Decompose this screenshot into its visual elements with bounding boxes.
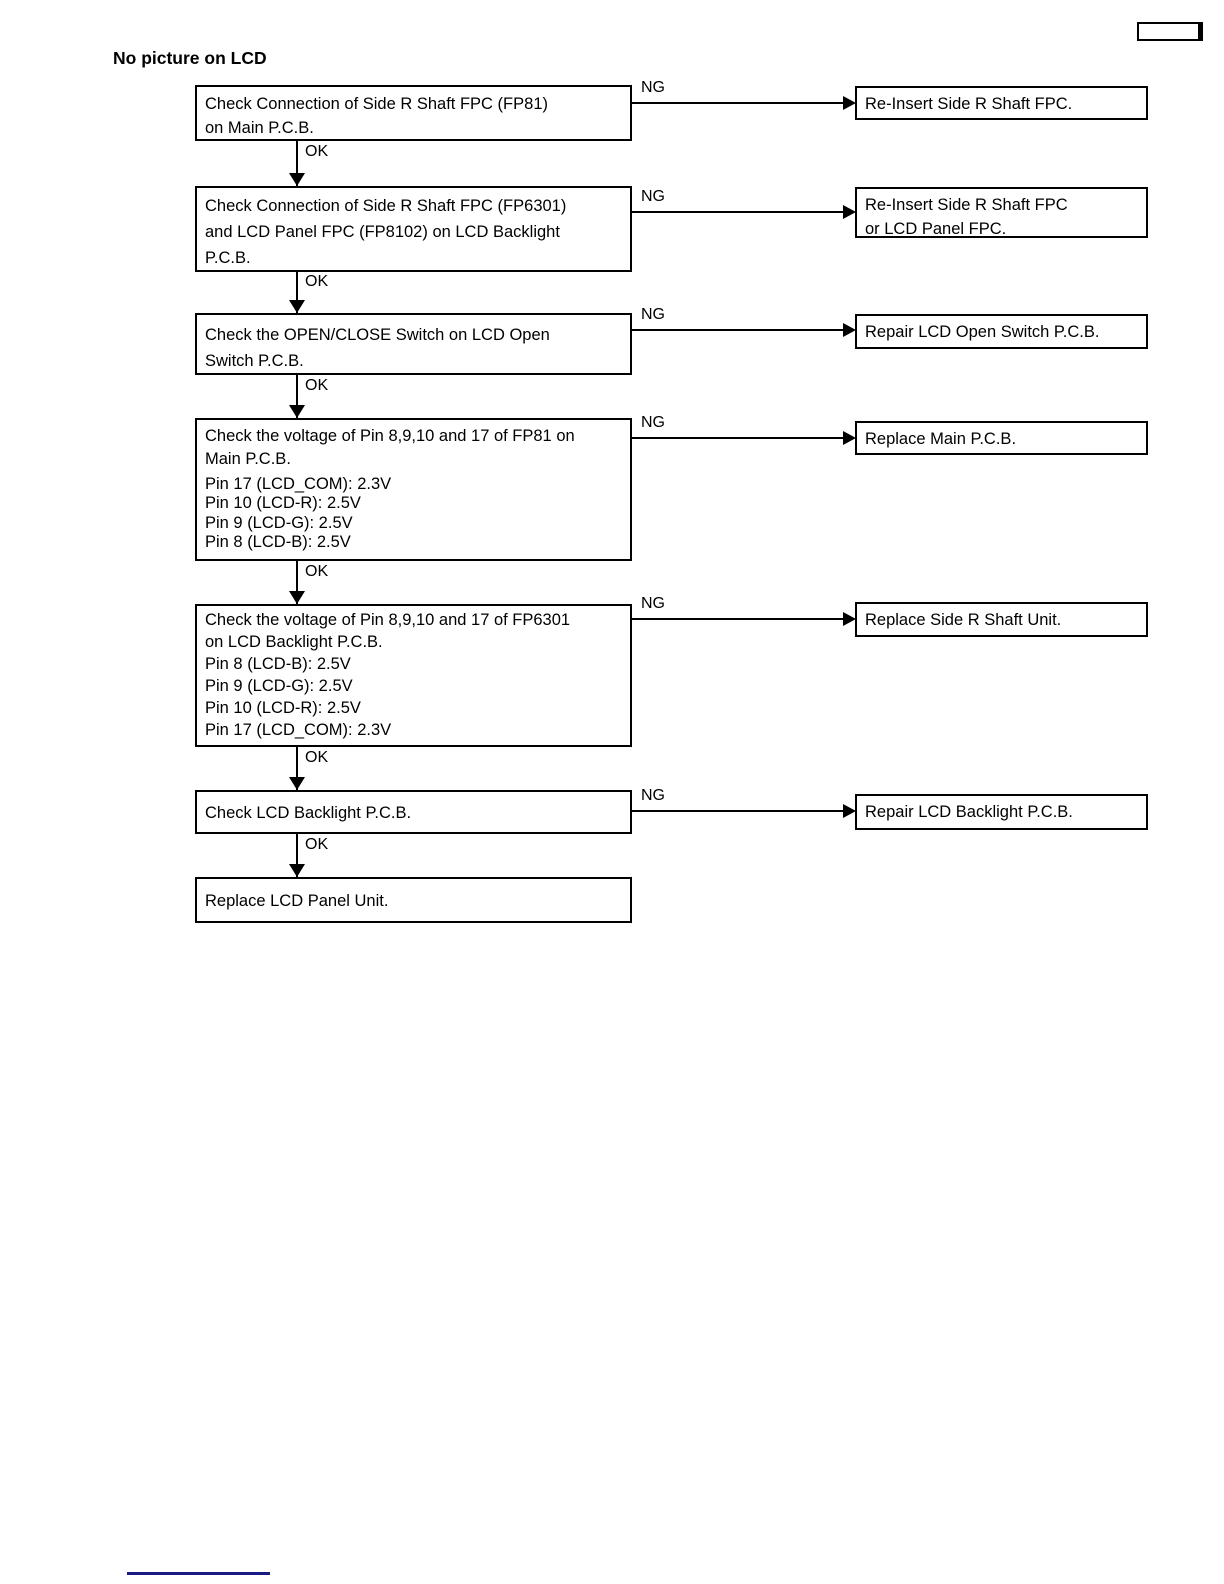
ok-arrowhead-6 xyxy=(289,864,305,877)
ng-connector-1 xyxy=(630,102,845,104)
footer-divider-line xyxy=(127,1572,270,1575)
ok-connector-6 xyxy=(296,834,298,877)
ok-label-3: OK xyxy=(304,377,329,395)
ng-label-2: NG xyxy=(640,188,665,206)
action-box-4-line: Replace Main P.C.B. xyxy=(865,430,1017,448)
ng-connector-5 xyxy=(630,618,845,620)
ng-arrowhead-4 xyxy=(843,431,856,445)
action-box-1: Re-Insert Side R Shaft FPC. xyxy=(855,86,1148,120)
ng-arrowhead-1 xyxy=(843,96,856,110)
check-box-4: Check the voltage of Pin 8,9,10 and 17 o… xyxy=(195,418,632,561)
voltage-line: Pin 9 (LCD-G): 2.5V xyxy=(205,513,353,532)
voltage-line: Pin 17 (LCD_COM): 2.3V xyxy=(205,721,392,739)
check-box-3-line: Switch P.C.B. xyxy=(205,352,304,370)
voltage-line: Pin 10 (LCD-R): 2.5V xyxy=(205,699,361,717)
action-box-5-line: Replace Side R Shaft Unit. xyxy=(865,611,1062,629)
action-box-2-line: Re-Insert Side R Shaft FPC xyxy=(865,196,1068,214)
check-box-5: Check the voltage of Pin 8,9,10 and 17 o… xyxy=(195,604,632,747)
check-box-2: Check Connection of Side R Shaft FPC (FP… xyxy=(195,186,632,272)
ng-arrowhead-3 xyxy=(843,323,856,337)
ng-arrowhead-5 xyxy=(843,612,856,626)
voltage-line: Pin 8 (LCD-B): 2.5V xyxy=(205,532,351,551)
ok-label-4: OK xyxy=(304,563,329,581)
ng-arrowhead-2 xyxy=(843,205,856,219)
check-box-3: Check the OPEN/CLOSE Switch on LCD Open … xyxy=(195,313,632,375)
ok-arrowhead-2 xyxy=(289,300,305,313)
ok-label-1: OK xyxy=(304,143,329,161)
action-box-5: Replace Side R Shaft Unit. xyxy=(855,602,1148,637)
check-box-2-line: P.C.B. xyxy=(205,249,251,267)
ng-label-6: NG xyxy=(640,787,665,805)
ng-label-5: NG xyxy=(640,595,665,613)
ok-label-5: OK xyxy=(304,749,329,767)
check-box-1: Check Connection of Side R Shaft FPC (FP… xyxy=(195,85,632,141)
action-box-4: Replace Main P.C.B. xyxy=(855,421,1148,455)
ok-arrowhead-1 xyxy=(289,173,305,186)
ok-connector-1 xyxy=(296,141,298,186)
ok-connector-3 xyxy=(296,375,298,418)
check-box-2-line: Check Connection of Side R Shaft FPC (FP… xyxy=(205,197,567,215)
ng-connector-4 xyxy=(630,437,845,439)
check-box-6-line: Check LCD Backlight P.C.B. xyxy=(205,804,412,822)
check-box-4-line: Main P.C.B. xyxy=(205,449,291,468)
ng-arrowhead-6 xyxy=(843,804,856,818)
action-box-6: Repair LCD Backlight P.C.B. xyxy=(855,794,1148,830)
action-box-2: Re-Insert Side R Shaft FPC or LCD Panel … xyxy=(855,187,1148,238)
ok-arrowhead-3 xyxy=(289,405,305,418)
ok-connector-2 xyxy=(296,272,298,313)
action-box-3: Repair LCD Open Switch P.C.B. xyxy=(855,314,1148,349)
check-box-1-line: on Main P.C.B. xyxy=(205,119,314,137)
action-box-6-line: Repair LCD Backlight P.C.B. xyxy=(865,803,1073,821)
ok-connector-5 xyxy=(296,747,298,790)
check-box-4-line: Check the voltage of Pin 8,9,10 and 17 o… xyxy=(205,427,575,445)
final-box-line: Replace LCD Panel Unit. xyxy=(205,892,389,910)
page-number-box xyxy=(1137,22,1203,41)
ng-label-1: NG xyxy=(640,79,665,97)
check-box-3-line: Check the OPEN/CLOSE Switch on LCD Open xyxy=(205,326,550,344)
ng-label-4: NG xyxy=(640,414,665,432)
ng-connector-2 xyxy=(630,211,845,213)
check-box-4-voltages: Pin 17 (LCD_COM): 2.3V Pin 10 (LCD-R): 2… xyxy=(205,475,622,552)
final-box: Replace LCD Panel Unit. xyxy=(195,877,632,923)
ok-label-6: OK xyxy=(304,836,329,854)
ng-connector-6 xyxy=(630,810,845,812)
check-box-6: Check LCD Backlight P.C.B. xyxy=(195,790,632,834)
voltage-line: Pin 8 (LCD-B): 2.5V xyxy=(205,655,351,673)
action-box-2-line: or LCD Panel FPC. xyxy=(865,220,1007,238)
voltage-line: Pin 10 (LCD-R): 2.5V xyxy=(205,494,361,513)
ng-label-3: NG xyxy=(640,306,665,324)
check-box-1-line: Check Connection of Side R Shaft FPC (FP… xyxy=(205,95,548,113)
voltage-line: Pin 9 (LCD-G): 2.5V xyxy=(205,677,353,695)
action-box-3-line: Repair LCD Open Switch P.C.B. xyxy=(865,323,1100,341)
check-box-5-line: on LCD Backlight P.C.B. xyxy=(205,633,383,651)
voltage-line: Pin 17 (LCD_COM): 2.3V xyxy=(205,475,392,493)
ok-arrowhead-5 xyxy=(289,777,305,790)
ok-arrowhead-4 xyxy=(289,591,305,604)
check-box-2-line: and LCD Panel FPC (FP8102) on LCD Backli… xyxy=(205,223,560,241)
check-box-5-line: Check the voltage of Pin 8,9,10 and 17 o… xyxy=(205,611,571,629)
page-title: No picture on LCD xyxy=(113,48,267,68)
action-box-1-line: Re-Insert Side R Shaft FPC. xyxy=(865,95,1073,113)
ng-connector-3 xyxy=(630,329,845,331)
ok-connector-4 xyxy=(296,561,298,604)
ok-label-2: OK xyxy=(304,273,329,291)
